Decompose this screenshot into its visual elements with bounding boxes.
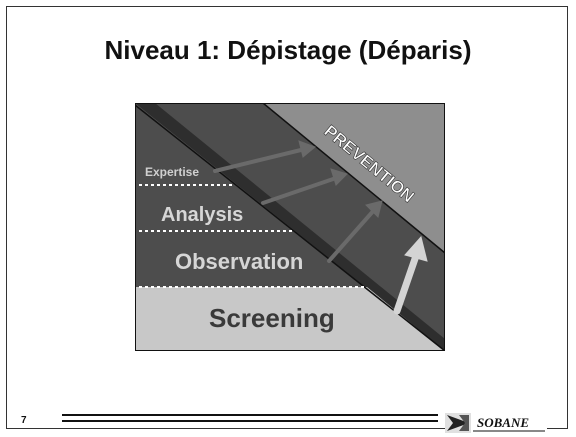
label-observation: Observation <box>175 249 303 274</box>
page-number: 7 <box>21 415 27 426</box>
label-screening: Screening <box>209 303 335 333</box>
footer-rule-lower <box>62 420 438 422</box>
arrow-observation-head <box>365 200 383 218</box>
arrow-expertise <box>213 147 307 173</box>
sobane-logo: SOBANE <box>445 411 547 435</box>
arrow-screening <box>393 249 421 315</box>
footer-rule-upper <box>62 414 438 416</box>
logo-text: SOBANE <box>477 415 529 430</box>
slide: Niveau 1: Dépistage (Déparis) <box>6 6 568 435</box>
sobane-diagram: Expertise Analysis Observation Screening… <box>135 103 445 351</box>
diagram-border <box>135 103 445 351</box>
label-expertise: Expertise <box>145 165 199 179</box>
arrow-screening-head <box>404 235 428 262</box>
diagonal-line-upper <box>262 103 445 254</box>
diagonal-line-lower <box>135 104 445 351</box>
arrow-observation <box>327 207 377 263</box>
label-analysis: Analysis <box>161 204 243 226</box>
arrow-analysis-head <box>330 168 348 186</box>
arrow-expertise-head <box>298 140 316 158</box>
slide-title: Niveau 1: Dépistage (Déparis) <box>104 35 472 65</box>
arrow-analysis <box>261 175 341 205</box>
screening-band <box>135 287 445 351</box>
